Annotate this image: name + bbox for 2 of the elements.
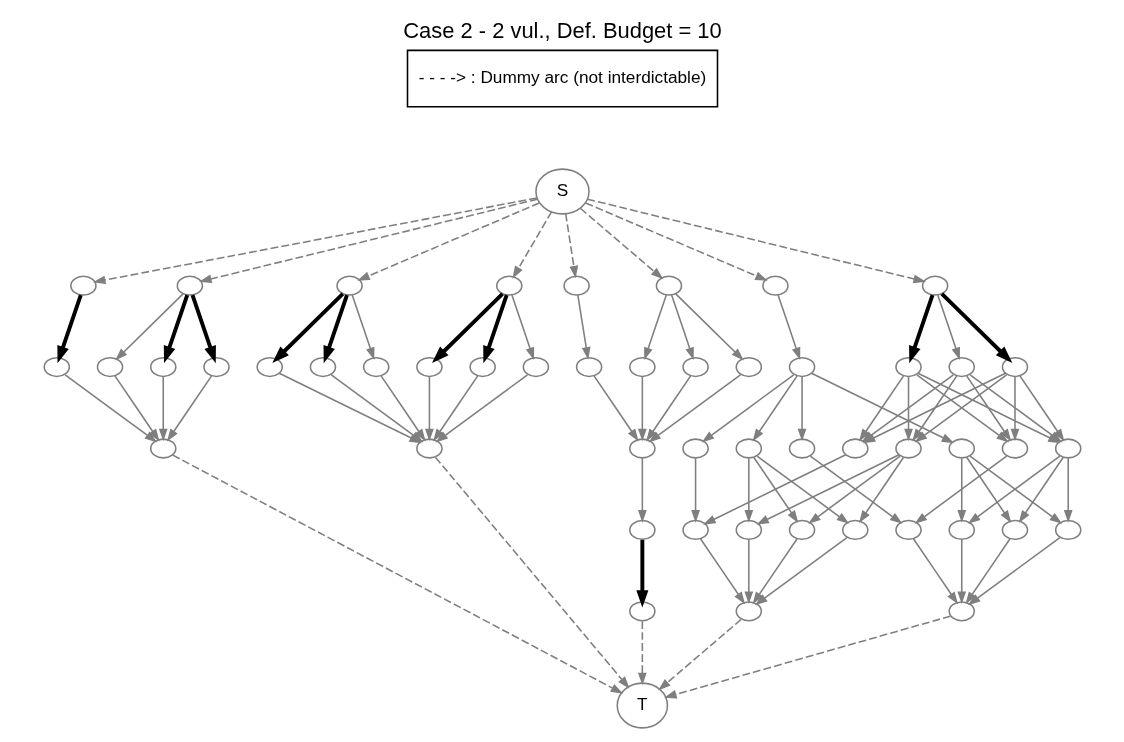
diagram-title: Case 2 - 2 vul., Def. Budget = 10 xyxy=(402,18,722,44)
label: - - - -> : Dummy arc (not interdictable) xyxy=(418,66,706,87)
